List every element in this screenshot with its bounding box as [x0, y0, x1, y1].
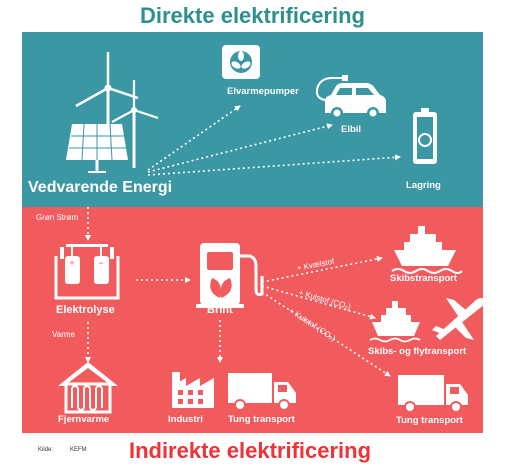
label-tung-transport-2: Tung transport	[396, 415, 463, 426]
svg-text:−: −	[98, 258, 103, 268]
wind-turbine-icon	[111, 80, 159, 168]
electrolyser-icon: + −	[54, 244, 120, 300]
truck-icon	[228, 373, 296, 411]
label-elbil: Elbil	[341, 124, 362, 135]
source-label: Kilde:	[38, 447, 54, 453]
fuel-pump-icon	[196, 243, 264, 308]
factory-icon	[172, 372, 214, 408]
label-lagring: Lagring	[406, 180, 441, 191]
heat-pump-icon	[222, 45, 260, 79]
battery-icon	[413, 108, 437, 164]
label-brint: Brint	[207, 304, 233, 316]
title-direct: Direkte elektrificering	[140, 3, 365, 28]
label-fjernvarme: Fjernvarme	[58, 414, 110, 425]
airplane-icon	[432, 298, 485, 340]
title-indirect: Indirekte elektrificering	[128, 438, 372, 463]
solar-panel-icon	[66, 123, 128, 173]
svg-text:+: +	[69, 258, 74, 268]
direct-arrows	[147, 105, 401, 176]
label-skibs-fly: Skibs- og flytransport	[368, 346, 467, 357]
truck-icon	[398, 375, 468, 413]
label-skibstransport: Skibstransport	[390, 273, 458, 284]
wind-turbine-icon	[75, 52, 139, 130]
district-heating-icon	[58, 362, 118, 414]
ship-icon	[391, 226, 463, 274]
car-icon	[315, 75, 386, 119]
label-elektrolyse: Elektrolyse	[56, 304, 115, 316]
edge-label-gron-strom: Grøn Strøm	[36, 213, 79, 222]
label-industri: Industri	[168, 414, 203, 425]
source-value: KEFM	[70, 447, 87, 453]
label-tung-transport-1: Tung transport	[228, 414, 295, 425]
edge-label-varme: Varme	[52, 330, 75, 339]
label-elvarmepumper: Elvarmepumper	[227, 86, 299, 97]
ship-icon	[369, 301, 421, 343]
label-vedvarende-energi: Vedvarende Energi	[28, 179, 173, 196]
indirect-arrows	[85, 256, 391, 377]
